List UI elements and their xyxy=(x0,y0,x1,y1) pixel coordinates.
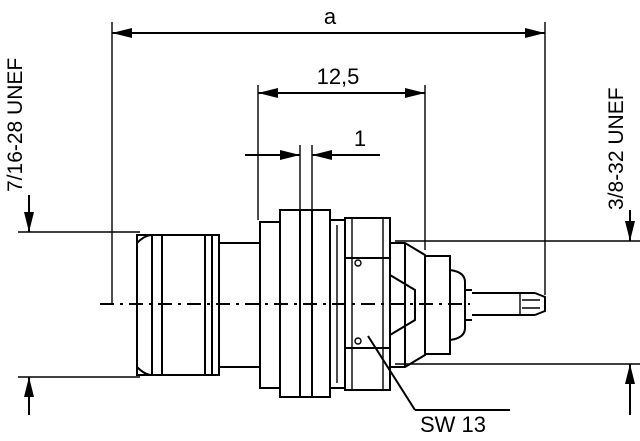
dim-overall-length: a xyxy=(111,4,546,305)
dim-body-length: 12,5 xyxy=(257,64,426,250)
wrench-size-label: SW 13 xyxy=(420,412,486,437)
dim-front-thread-label: 7/16-28 UNEF xyxy=(4,58,27,192)
wrench-size-callout: SW 13 xyxy=(367,335,510,437)
dim-flange-thickness: 1 xyxy=(245,126,380,222)
dim-rear-thread: 3/8-32 UNEF xyxy=(395,87,640,415)
dim-rear-thread-label: 3/8-32 UNEF xyxy=(605,87,628,210)
contact-pin xyxy=(472,292,546,316)
dim-front-thread: 7/16-28 UNEF xyxy=(4,58,140,415)
dim-body-length-label: 12,5 xyxy=(317,64,360,89)
dim-flange-thickness-label: 1 xyxy=(354,126,366,151)
dim-overall-length-label: a xyxy=(324,4,337,29)
